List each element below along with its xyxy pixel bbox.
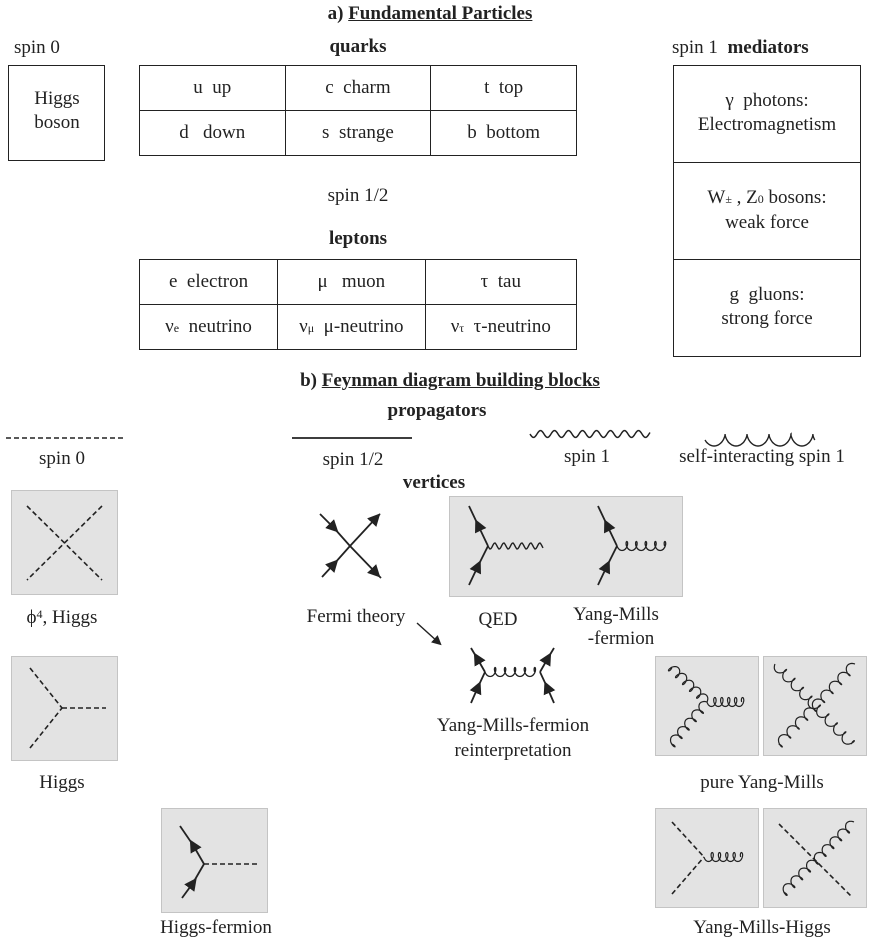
leptons-label: leptons — [328, 228, 388, 249]
ym-higgs-3-vertex — [671, 821, 705, 895]
weak-force: weak force — [725, 212, 809, 233]
spin-half-label: spin 1/2 — [327, 185, 389, 206]
section-b-title: b) Feynman diagram building blocks — [300, 370, 600, 392]
leptons-table: e electron μ muon τ tau νe neutrino νμ μ… — [138, 259, 578, 350]
higgs-line1: Higgs — [34, 88, 80, 109]
photon-line: γ photons: — [725, 90, 809, 111]
phi4-vertex — [26, 505, 103, 581]
quark-cell: c charm — [284, 65, 432, 111]
propagator-spin0-label: spin 0 — [39, 448, 85, 469]
ym-higgs-gluon-line — [703, 851, 744, 863]
ym-fermion-vertex — [597, 505, 618, 586]
mediators-divider — [674, 162, 860, 163]
propagator-self-interacting-label: self-interacting spin 1 — [679, 446, 845, 467]
higgs-boson-box: Higgs boson — [8, 65, 105, 161]
pure-ym-label: pure Yang-Mills — [700, 772, 824, 793]
ym-fermion-label-2: -fermion — [587, 628, 655, 649]
mediators-divider — [674, 259, 860, 260]
propagator-spin-half-label: spin 1/2 — [322, 449, 384, 470]
reinterpretation-diagram — [469, 647, 556, 704]
quarks-row-down: d down s strange b bottom — [139, 110, 577, 156]
vertices-label: vertices — [402, 472, 466, 493]
pure-ym-4gluon-line — [773, 663, 855, 745]
ym-fermion-gluon-line — [616, 540, 667, 552]
quark-cell: u up — [139, 65, 286, 111]
quarks-label: quarks — [329, 36, 387, 57]
photon-force: Electromagnetism — [697, 114, 837, 135]
lepton-cell: ντ τ-neutrino — [424, 304, 578, 350]
reinterpretation-label-1: Yang-Mills-fermion — [436, 715, 590, 736]
gluon-line: g gluons: — [729, 284, 805, 305]
spin1-label: spin 1 — [672, 37, 718, 58]
higgs-fermion-vertex-panel — [161, 808, 268, 913]
spin1-header: spin 1 mediators — [672, 37, 809, 59]
higgs-fermion-vertex — [179, 825, 258, 899]
higgs-line2: boson — [34, 112, 80, 133]
section-a-title: a) Fundamental Particles — [328, 3, 533, 25]
quarks-table: u up c charm t top d down s strange b bo… — [139, 65, 577, 156]
mediators-box: γ photons: Electromagnetism W± , Z0 boso… — [673, 65, 861, 357]
quarks-row-up: u up c charm t top — [139, 65, 577, 111]
spin0-label: spin 0 — [14, 37, 60, 58]
pure-ym-3gluon-line — [669, 700, 708, 748]
wz-line: W± , Z0 bosons: — [707, 187, 827, 208]
ym-higgs-gluon-line — [782, 820, 855, 896]
ym-fermion-label-1: Yang-Mills — [573, 604, 659, 625]
lepton-cell: νμ μ-neutrino — [277, 304, 426, 350]
gluon-propagator — [704, 432, 816, 447]
pure-ym-3gluon-line — [706, 696, 745, 708]
leptons-row-charged: e electron μ muon τ tau — [138, 259, 578, 305]
reinterpretation-label-2: reinterpretation — [454, 740, 572, 761]
lepton-cell: τ tau — [424, 259, 578, 305]
fermi-arrow — [416, 622, 442, 646]
higgs-fermion-label: Higgs-fermion — [160, 917, 272, 938]
propagator-spin1-label: spin 1 — [564, 446, 610, 467]
pure-ym-3gluon-line — [667, 666, 709, 703]
leptons-row-neutrinos: νe neutrino νμ μ-neutrino ντ τ-neutrino — [138, 304, 578, 350]
fermi-vertex — [319, 513, 382, 579]
pure-ym-4gluon-line — [777, 662, 856, 748]
section-b-prefix: b) — [300, 370, 317, 391]
qed-photon-line — [487, 542, 544, 550]
fermi-theory-label: Fermi theory — [306, 606, 406, 627]
lepton-cell: e electron — [138, 259, 279, 305]
section-a-heading: Fundamental Particles — [348, 3, 533, 24]
qed-label: QED — [478, 609, 518, 630]
lepton-cell: νe neutrino — [138, 304, 279, 350]
quark-cell: b bottom — [430, 110, 577, 156]
ym-higgs-label: Yang-Mills-Higgs — [693, 917, 831, 938]
reinterpretation-gluon-line — [484, 666, 537, 678]
qed-vertex — [468, 505, 489, 586]
strong-force: strong force — [721, 308, 813, 329]
quark-cell: s strange — [284, 110, 432, 156]
higgs-vertex-label: Higgs — [39, 772, 85, 793]
mediators-label: mediators — [727, 37, 809, 58]
propagators-label: propagators — [387, 400, 487, 421]
phi4-higgs-label: ϕ4, Higgs — [26, 607, 98, 628]
section-a-prefix: a) — [327, 3, 344, 24]
higgs-cubic-vertex — [29, 667, 106, 749]
section-b-heading: Feynman diagram building blocks — [321, 370, 600, 391]
quark-cell: d down — [139, 110, 286, 156]
photon-propagator — [529, 429, 651, 439]
quark-cell: t top — [430, 65, 577, 111]
